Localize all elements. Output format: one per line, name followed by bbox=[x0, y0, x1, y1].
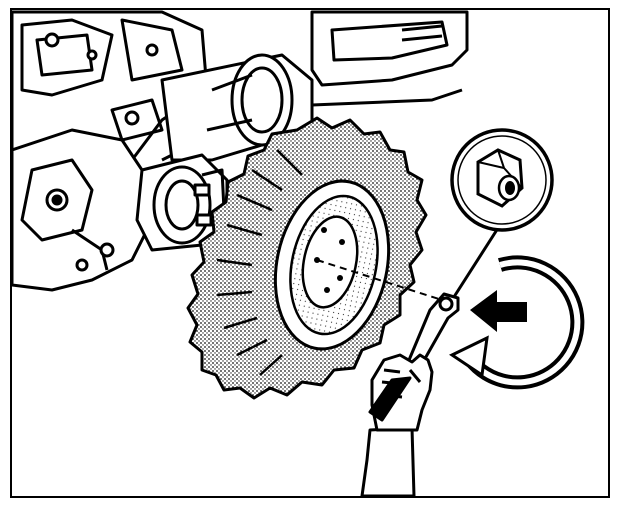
illustration-frame bbox=[10, 8, 610, 498]
hex-nut-icon bbox=[452, 130, 552, 300]
wheel-mounting-illustration bbox=[12, 10, 608, 496]
clockwise-rotation-arrow-icon bbox=[452, 262, 577, 382]
tractor-tire bbox=[188, 118, 426, 398]
